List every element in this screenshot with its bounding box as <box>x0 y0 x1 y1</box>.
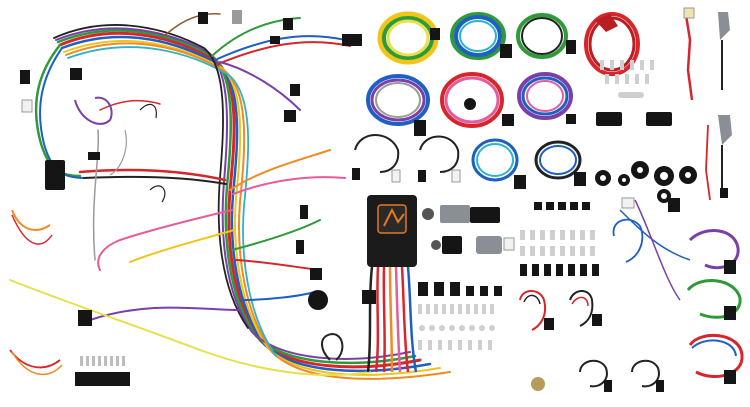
connector <box>502 114 514 126</box>
connector <box>70 68 82 80</box>
pigtail <box>321 332 344 361</box>
connector <box>88 152 100 160</box>
grommets <box>595 161 697 203</box>
wiper-switch <box>476 236 502 254</box>
connector <box>500 44 512 58</box>
left-pigtails <box>9 96 166 376</box>
connector <box>414 120 426 136</box>
connector <box>621 197 635 209</box>
connector <box>20 70 30 84</box>
dash-switches <box>422 205 515 254</box>
connector <box>451 169 461 183</box>
sender-switch <box>718 12 730 40</box>
red-lead <box>684 14 694 101</box>
battery-hardware <box>595 7 732 201</box>
connector <box>300 205 308 219</box>
fuse-holder <box>646 112 672 126</box>
loose-terminals <box>80 356 125 366</box>
connector <box>342 34 362 46</box>
connector <box>352 168 360 180</box>
coil-pink-red <box>440 72 504 128</box>
coil-small-blue <box>471 138 519 182</box>
parts-grid <box>418 202 599 350</box>
terminal-block <box>75 372 130 386</box>
coil-small-black <box>534 140 582 180</box>
connector <box>198 12 208 24</box>
relay <box>362 290 376 304</box>
coiled-wire-bundles <box>354 11 744 378</box>
connector <box>604 380 612 392</box>
logo-mark <box>383 207 405 227</box>
connector <box>270 36 280 44</box>
coil-blue-purple <box>366 74 430 126</box>
connector <box>503 237 515 251</box>
connector <box>514 175 526 189</box>
connector <box>720 188 728 198</box>
coil-green-black <box>516 13 568 59</box>
coil-purple-blue <box>517 72 573 120</box>
ring-terminals <box>600 60 654 98</box>
connector <box>464 98 476 110</box>
connector <box>310 268 322 280</box>
headlight-switch <box>440 205 470 223</box>
connector <box>683 7 695 19</box>
connector <box>232 10 242 24</box>
brake-switch <box>531 377 545 391</box>
coil-connectors <box>352 28 736 384</box>
connector <box>724 306 736 320</box>
connector <box>574 172 586 186</box>
red-lead <box>705 124 711 201</box>
fuse-block-module <box>321 195 418 373</box>
connector <box>566 40 576 54</box>
bottom-right-connectors <box>531 197 664 392</box>
switch-knob <box>431 240 441 250</box>
connector <box>724 370 736 384</box>
connector <box>21 99 33 113</box>
connector <box>45 160 65 190</box>
connector <box>290 84 300 96</box>
connector <box>418 170 426 182</box>
module-output-wires <box>366 266 418 373</box>
coil-blue-green <box>450 12 506 60</box>
connector <box>544 318 554 330</box>
connector <box>283 18 293 30</box>
switch-knob <box>422 208 434 220</box>
bottom-right-pigtails <box>519 218 660 388</box>
connector <box>78 310 92 326</box>
fuse-holder <box>596 112 622 126</box>
battery-boot <box>595 14 618 32</box>
connector <box>656 380 664 392</box>
connector <box>592 314 602 326</box>
sender-switch <box>718 115 732 145</box>
switch-connector <box>470 207 500 223</box>
connector <box>391 169 401 183</box>
connector <box>566 114 576 124</box>
switch-connector <box>442 236 462 254</box>
connector <box>430 28 440 40</box>
connector <box>308 290 328 310</box>
connector <box>724 260 736 274</box>
connector <box>668 198 680 212</box>
terminal-strip <box>75 356 130 386</box>
connector <box>284 110 296 122</box>
connector <box>296 240 304 254</box>
